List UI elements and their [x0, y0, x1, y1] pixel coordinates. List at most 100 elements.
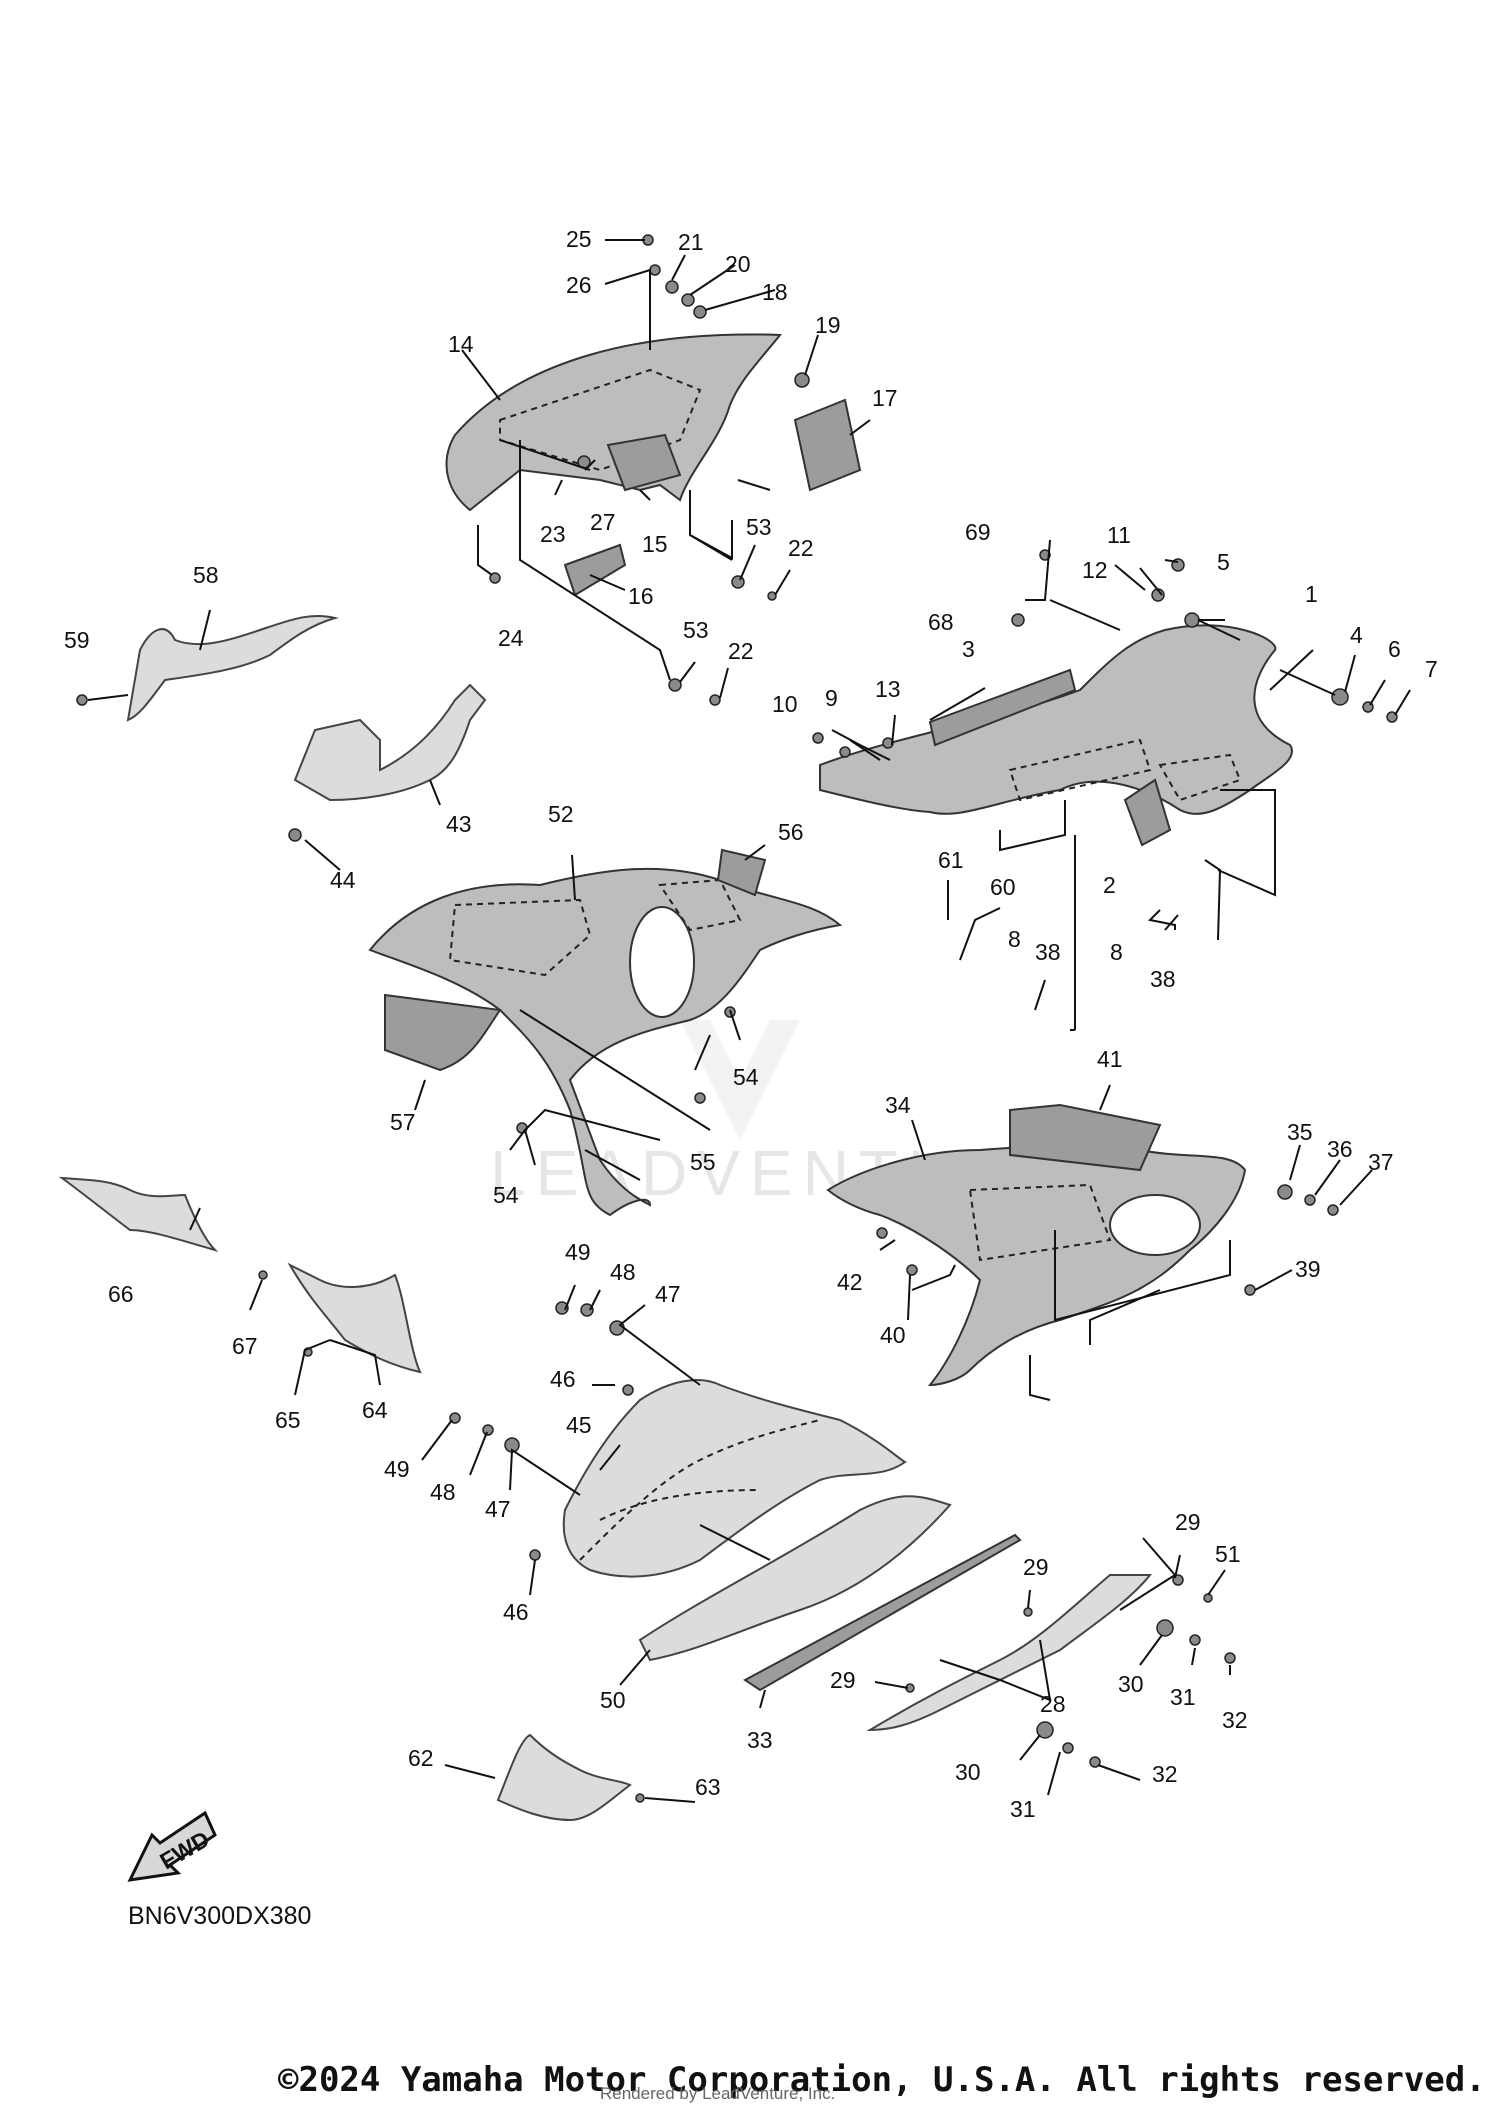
- callout-2: 2: [1103, 872, 1116, 898]
- part-57-pad: [384, 993, 502, 1072]
- callout-39: 39: [1295, 1256, 1321, 1282]
- callout-37: 37: [1368, 1149, 1394, 1175]
- callout-27: 27: [590, 509, 616, 535]
- callout-47a: 47: [655, 1281, 681, 1307]
- callout-41: 41: [1097, 1046, 1123, 1072]
- part-2-pad: [1123, 778, 1172, 847]
- callout-19: 19: [815, 312, 841, 338]
- part-62-piece: [496, 1733, 632, 1822]
- piece-62-group: [496, 1733, 645, 1822]
- callout-36: 36: [1327, 1136, 1353, 1162]
- callout-40: 40: [880, 1322, 906, 1348]
- callout-47b: 47: [485, 1496, 511, 1522]
- callout-53b: 53: [683, 617, 709, 643]
- part-15-pad: [606, 433, 682, 492]
- callout-22b: 22: [728, 638, 754, 664]
- part-45-cowl: [562, 1379, 908, 1578]
- callout-20: 20: [725, 251, 751, 277]
- callout-29a: 29: [1175, 1509, 1201, 1535]
- callout-49a: 49: [565, 1239, 591, 1265]
- callout-6: 6: [1388, 636, 1401, 662]
- part-34-cowl: [826, 1143, 1247, 1387]
- callout-64: 64: [362, 1397, 388, 1423]
- part-50-panel: [638, 1495, 952, 1662]
- callout-23: 23: [540, 521, 566, 547]
- callout-46a: 46: [550, 1366, 576, 1392]
- fwd-arrow-icon: FWD: [127, 1810, 217, 1882]
- lower-cowl-group: [449, 1301, 952, 1662]
- callout-55: 55: [690, 1149, 716, 1175]
- callout-54b: 54: [493, 1182, 519, 1208]
- side-cowl-right-group: [826, 1103, 1339, 1387]
- part-3-strip: [928, 668, 1077, 747]
- callout-53a: 53: [746, 514, 772, 540]
- callout-1: 1: [1305, 581, 1318, 607]
- side-panel-right-group: [812, 549, 1398, 847]
- callout-58: 58: [193, 562, 219, 588]
- callout-66: 66: [108, 1281, 134, 1307]
- part-17-pad: [793, 398, 862, 492]
- callout-31b: 31: [1010, 1796, 1036, 1822]
- callout-38b: 38: [1150, 966, 1176, 992]
- callout-29b: 29: [1023, 1554, 1049, 1580]
- callout-28: 28: [1040, 1691, 1066, 1717]
- callout-14: 14: [448, 331, 474, 357]
- part-41-pad: [1009, 1103, 1162, 1172]
- callout-68: 68: [928, 609, 954, 635]
- callout-48b: 48: [430, 1479, 456, 1505]
- callout-59: 59: [64, 627, 90, 653]
- callout-35: 35: [1287, 1119, 1313, 1145]
- callout-57: 57: [390, 1109, 416, 1135]
- callout-52: 52: [548, 801, 574, 827]
- part-1-panel: [819, 624, 1293, 815]
- bracket-58-group: [76, 614, 339, 722]
- bracket-43-group: [288, 683, 487, 842]
- callout-26: 26: [566, 272, 592, 298]
- callout-62: 62: [408, 1745, 434, 1771]
- callout-38a: 38: [1035, 939, 1061, 965]
- upper-cowling-group: [445, 234, 862, 706]
- callout-29c: 29: [830, 1667, 856, 1693]
- callout-42: 42: [837, 1269, 863, 1295]
- callout-63: 63: [695, 1774, 721, 1800]
- rendered-by-notice: Rendered by LeadVenture, Inc.: [600, 2084, 836, 2103]
- callout-12: 12: [1082, 557, 1108, 583]
- callout-54a: 54: [733, 1064, 759, 1090]
- callout-31a: 31: [1170, 1684, 1196, 1710]
- callout-44: 44: [330, 867, 356, 893]
- callout-43: 43: [446, 811, 472, 837]
- part-58-bracket: [126, 614, 339, 722]
- copyright-notice: ©2024 Yamaha Motor Corporation, U.S.A. A…: [278, 2060, 1486, 2100]
- callout-17: 17: [872, 385, 898, 411]
- callout-9: 9: [825, 685, 838, 711]
- watermark-logo: [680, 1020, 800, 1140]
- callout-60: 60: [990, 874, 1016, 900]
- callout-22a: 22: [788, 535, 814, 561]
- callout-69: 69: [965, 519, 991, 545]
- callout-21: 21: [678, 229, 704, 255]
- callout-11: 11: [1107, 522, 1131, 548]
- callout-61: 61: [938, 847, 964, 873]
- callout-25: 25: [566, 226, 592, 252]
- callout-8a: 8: [1008, 926, 1021, 952]
- part-16-pad: [563, 543, 627, 597]
- callout-30a: 30: [1118, 1671, 1144, 1697]
- side-cowl-left-group: [368, 848, 843, 1217]
- callout-10: 10: [772, 691, 798, 717]
- callout-30b: 30: [955, 1759, 981, 1785]
- part-64-fairing: [287, 1262, 422, 1374]
- callout-18: 18: [762, 279, 788, 305]
- callout-34: 34: [885, 1092, 911, 1118]
- callout-16: 16: [628, 583, 654, 609]
- diagram-code: BN6V300DX380: [128, 1902, 312, 1930]
- part-66-fairing: [58, 1176, 219, 1253]
- callout-4: 4: [1350, 622, 1363, 648]
- callout-24: 24: [498, 625, 524, 651]
- callout-56: 56: [778, 819, 804, 845]
- part-33-strip: [743, 1533, 1022, 1692]
- leader-lines: [87, 239, 1411, 1803]
- callout-49b: 49: [384, 1456, 410, 1482]
- callout-13: 13: [875, 676, 901, 702]
- lower-trim-group: [743, 1533, 1236, 1768]
- callout-50: 50: [600, 1687, 626, 1713]
